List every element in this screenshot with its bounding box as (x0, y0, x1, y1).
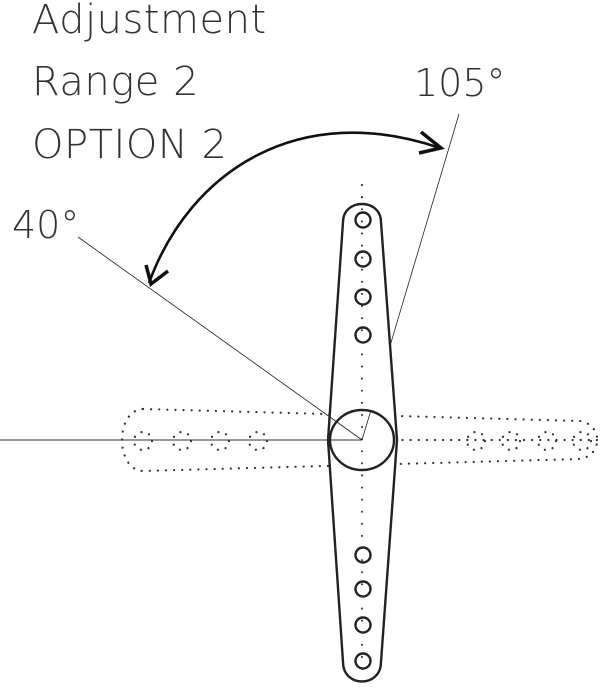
hole-top-4 (354, 326, 372, 344)
hole-bottom-1 (354, 546, 372, 564)
hole-ref-left-3 (209, 430, 231, 452)
hole-bottom-4 (354, 652, 372, 670)
title-line-2: Range 2 (32, 59, 199, 105)
hole-ref-right-4 (571, 430, 593, 452)
hole-top-2 (354, 250, 372, 268)
hole-top-3 (354, 288, 372, 306)
hole-ref-right-3 (536, 430, 558, 452)
hole-top-1 (354, 211, 372, 229)
title-line-3: OPTION 2 (32, 122, 227, 168)
horn-active-solid (326, 202, 399, 683)
hole-ref-right-1 (465, 430, 487, 452)
angle-label-105: 105° (414, 61, 506, 105)
horn-reference-dotted (121, 407, 601, 473)
hole-ref-left-2 (171, 430, 193, 452)
arrowhead-start-icon (144, 264, 170, 287)
ray-105-hub-overlay (361, 409, 372, 441)
hole-ref-right-2 (500, 430, 522, 452)
range-arc-arrow (147, 131, 441, 284)
hole-ref-left-1 (132, 430, 154, 452)
ray-40-degrees (77, 236, 363, 441)
angle-label-40: 40° (12, 203, 79, 247)
arrowhead-end-icon (418, 130, 445, 155)
hole-ref-left-4 (247, 430, 269, 452)
hole-bottom-3 (354, 616, 372, 634)
ray-40-hub-overlay (329, 416, 363, 441)
title-line-1: Adjustment (32, 0, 267, 43)
